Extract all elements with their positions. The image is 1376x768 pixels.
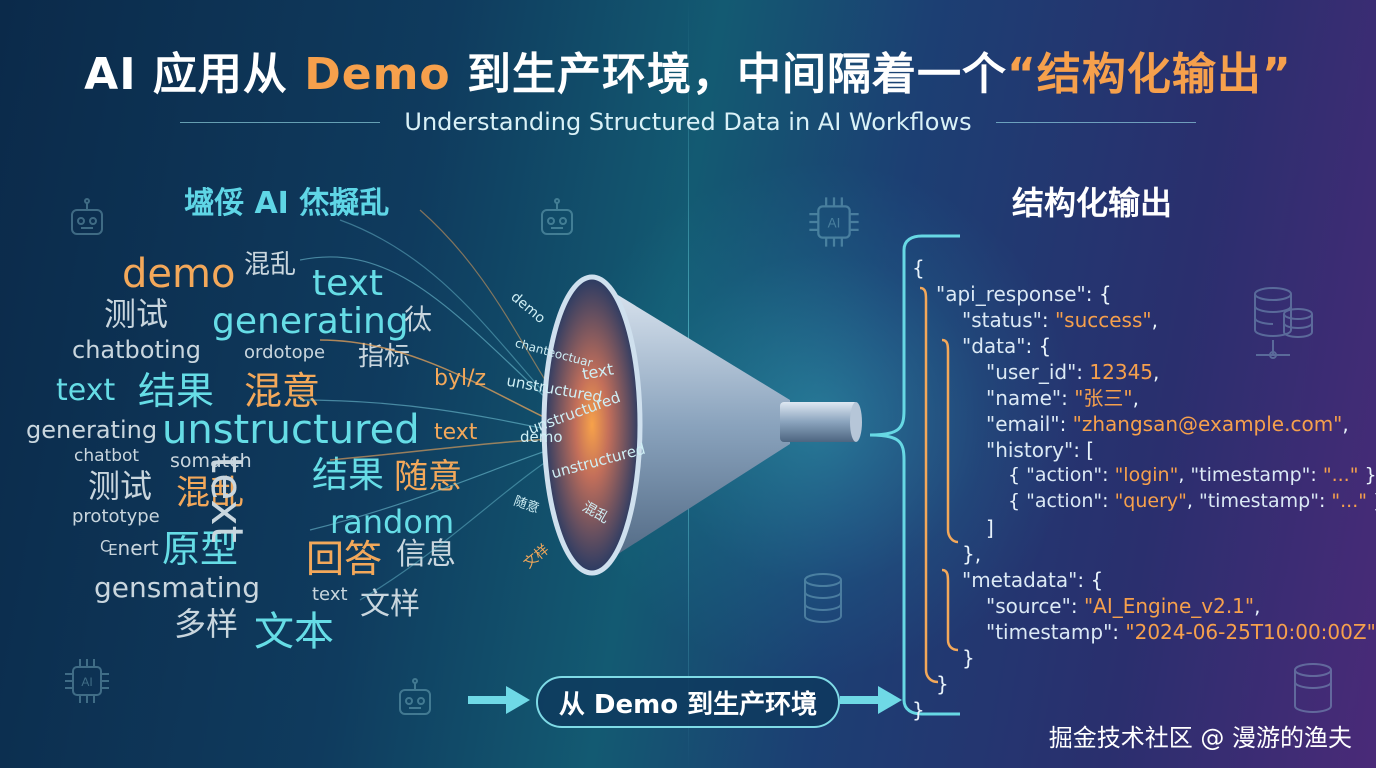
subtitle-rule-left — [180, 121, 381, 123]
code-line: { "action": "login", "timestamp": "..." … — [1008, 464, 1376, 486]
cloud-word: byl/z — [434, 366, 487, 391]
cloud-word: 㣖 — [404, 303, 433, 336]
subtitle-row: Understanding Structured Data in AI Work… — [0, 108, 1376, 136]
cloud-word: 测试 — [104, 295, 169, 333]
cloud-word: 结果 — [312, 455, 385, 496]
cloud-word: random — [330, 503, 455, 541]
cloud-word: text — [434, 420, 478, 445]
watermark: 掘金技术社区 @ 漫游的渔夫 — [1048, 724, 1352, 752]
cloud-word: somatch — [170, 450, 252, 472]
subtitle: Understanding Structured Data in AI Work… — [404, 108, 972, 136]
code-line: { — [912, 256, 925, 280]
title-accent: “结构化输出” — [1007, 49, 1292, 100]
cloud-word: 原型 — [162, 527, 239, 571]
cloud-word: ordotope — [244, 342, 326, 363]
robot-icon — [399, 678, 431, 715]
cloud-word: text — [312, 263, 384, 304]
cloud-word: text — [56, 373, 116, 408]
demo-to-production-pill: 从 Demo 到生产环境 — [536, 676, 840, 728]
code-line: "user_id": 12345, — [986, 360, 1160, 384]
code-line: "metadata": { — [962, 568, 1104, 592]
json-bracket-guides — [869, 234, 960, 716]
title-demo: Demo — [304, 49, 451, 100]
robot-icon — [541, 198, 573, 235]
cloud-word: generating — [26, 416, 158, 444]
flow-word: demo — [520, 428, 563, 446]
cloud-word: chatboting — [72, 336, 201, 364]
cloud-word: text — [312, 584, 348, 605]
svg-text:AI: AI — [828, 216, 841, 231]
json-code-panel: { "api_response": { "status": "success",… — [892, 238, 1376, 722]
code-line: }, — [962, 542, 982, 566]
code-line: "history": [ — [986, 438, 1095, 462]
title-prefix: AI 应用从 — [84, 49, 305, 100]
code-line: } — [962, 646, 975, 670]
cloud-word: 文样 — [360, 587, 420, 622]
ai-chip-icon: AI — [809, 197, 859, 247]
page-title: AI 应用从 Demo 到生产环境，中间隔着一个“结构化输出” — [0, 38, 1376, 102]
cloud-word: gensmating — [94, 571, 261, 604]
cloud-word: prototype — [72, 506, 160, 527]
arrow-right-icon — [840, 686, 902, 714]
cloud-word-vertical: text — [201, 456, 252, 543]
arrow-right-icon — [468, 686, 530, 714]
code-line: ] — [986, 516, 994, 540]
code-line: { "action": "query", "timestamp": "..." … — [1008, 490, 1376, 512]
cloud-word: 混乱 — [244, 250, 297, 280]
cloud-word: 随意 — [394, 457, 462, 497]
database-icon — [804, 573, 842, 624]
code-line: "status": "success", — [962, 308, 1158, 332]
code-line: "source": "AI_Engine_v2.1", — [986, 594, 1261, 618]
code-line: "data": { — [962, 334, 1052, 358]
title-middle: 到生产环境，中间隔着一个 — [450, 49, 1007, 100]
code-line: } — [936, 672, 949, 696]
code-line: } — [912, 698, 925, 722]
right-heading: 结构化输出 — [1012, 184, 1173, 222]
cloud-word: 混乱 — [176, 473, 244, 513]
cloud-word: 信息 — [396, 537, 456, 572]
cloud-word: chatbot — [74, 446, 140, 466]
cloud-word: 测试 — [88, 467, 153, 505]
cloud-word: ₠nert — [100, 536, 159, 560]
left-heading: 墭俀 AI 烋擬乱 — [184, 186, 390, 221]
cloud-word: 回答 — [306, 537, 383, 581]
funnel-graphic — [541, 274, 862, 576]
code-line: "timestamp": "2024-06-25T10:00:00Z" — [986, 620, 1376, 644]
database-icon — [1254, 287, 1313, 359]
cloud-word: demo — [122, 251, 236, 297]
code-line: "api_response": { — [936, 282, 1112, 306]
subtitle-rule-right — [995, 121, 1196, 123]
cloud-word: 混意 — [244, 369, 321, 413]
cloud-word: 多样 — [174, 605, 239, 643]
cloud-word: generating — [212, 301, 409, 342]
database-icon — [1294, 663, 1332, 714]
robot-icon — [71, 198, 103, 235]
cloud-word: unstructured — [162, 407, 420, 453]
code-line: "email": "zhangsan@example.com", — [986, 412, 1349, 436]
cloud-word: 文本 — [254, 609, 334, 655]
code-line: "name": "张三", — [986, 386, 1139, 410]
cloud-word: 结果 — [138, 369, 215, 413]
ai-chip-icon: AI — [65, 659, 109, 703]
svg-text:AI: AI — [81, 675, 92, 689]
